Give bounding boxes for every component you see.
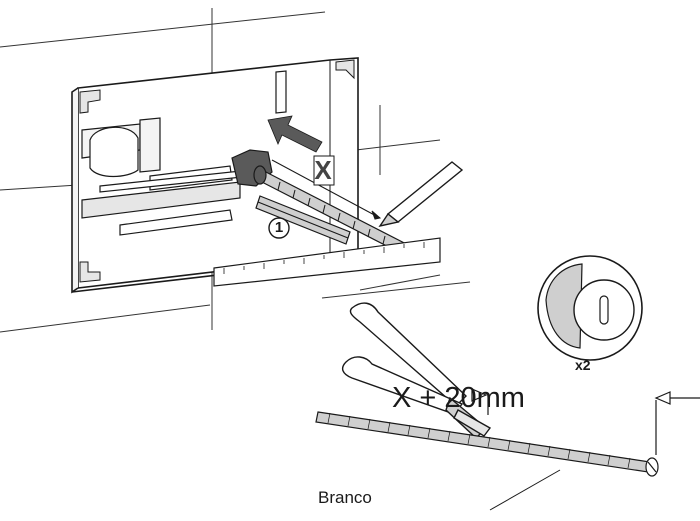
push-arrow-icon	[267, 115, 323, 153]
quantity-label: x2	[575, 357, 591, 373]
dimension-markers	[471, 388, 700, 455]
rail-plunger	[255, 195, 351, 245]
callout-circle	[268, 217, 290, 239]
screw-head-detail-icon	[537, 255, 643, 361]
measure-x-label: X	[314, 155, 332, 185]
wall-tile-lines	[0, 8, 471, 333]
cut-dimension-label: X + 20mm	[392, 382, 525, 414]
callout-number: 1	[274, 219, 284, 236]
pliers-cutter-icon	[341, 302, 492, 439]
threaded-rod	[315, 411, 659, 477]
pencil-icon	[378, 161, 464, 228]
ruler	[213, 237, 441, 287]
color-label: Branco	[318, 488, 372, 507]
internal-mechanism	[81, 70, 287, 236]
measure-arrow	[271, 155, 382, 220]
color-leader-line	[489, 469, 561, 511]
